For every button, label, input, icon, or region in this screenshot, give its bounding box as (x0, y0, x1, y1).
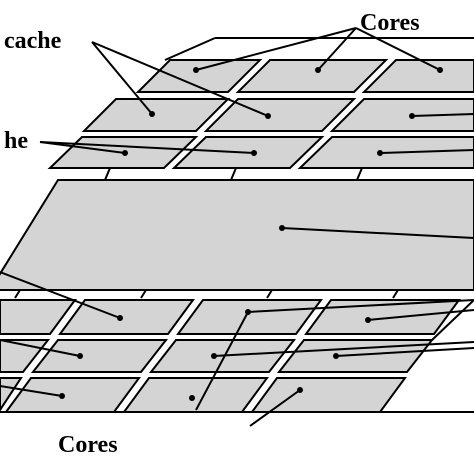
cache-mid-label: he (4, 128, 28, 154)
core-tile (235, 59, 389, 93)
core-tile (361, 59, 474, 93)
cache-tile (81, 98, 231, 132)
cache-tile (304, 299, 461, 335)
cores-bottom-label: Cores (58, 432, 118, 458)
shared-cache-plane (0, 179, 474, 291)
core-tile (4, 377, 141, 413)
bottom-core-row (0, 377, 407, 413)
top-cache-row-1 (81, 98, 474, 132)
layer-connectors-lower (14, 289, 399, 299)
layer-connectors (104, 167, 363, 181)
cache-tile (58, 299, 195, 335)
cache-tile (176, 299, 323, 335)
cache-tile (0, 299, 77, 335)
cores-top-label: Cores (360, 10, 420, 36)
bottom-cache-row-1 (0, 299, 461, 335)
cache-tile (203, 98, 357, 132)
core-tile (135, 59, 263, 93)
cache-top-label: cache (4, 28, 62, 54)
bottom-layer-frame (0, 299, 474, 413)
cache-tile (30, 339, 169, 373)
core-tile (122, 377, 269, 413)
top-core-row (135, 59, 474, 93)
leader-lines (0, 27, 474, 427)
cache-tile (329, 98, 474, 132)
cache-tile (276, 339, 435, 373)
top-layer-frame (164, 37, 474, 61)
